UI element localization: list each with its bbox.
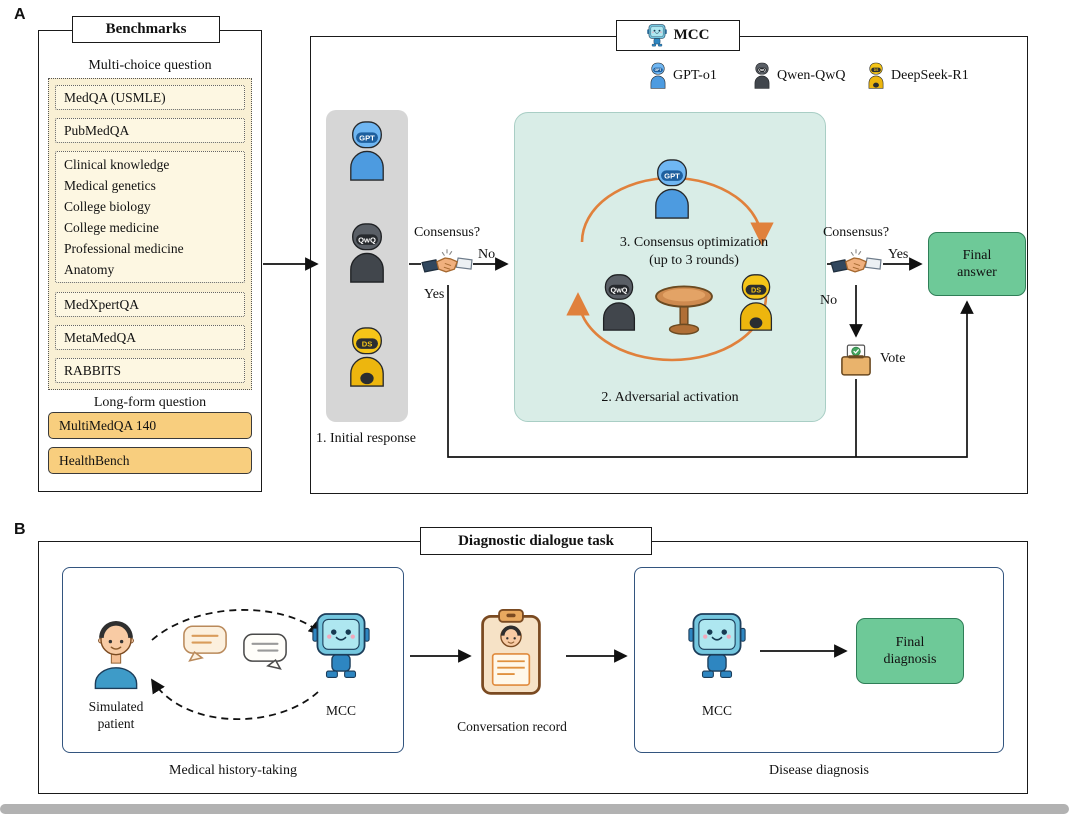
legend-qwq-label: Qwen-QwQ xyxy=(777,67,846,83)
multi-choice-group: MedQA (USMLE) PubMedQA Clinical knowledg… xyxy=(48,78,252,390)
subject-clinical-knowledge: Clinical knowledge xyxy=(64,157,170,173)
mcc-title: MCC xyxy=(673,27,710,43)
robot-gpt-icon xyxy=(344,120,390,181)
benchmark-subjects: Clinical knowledge Medical genetics Coll… xyxy=(55,151,245,284)
history-box-label: Medical history-taking xyxy=(169,763,297,778)
panel-a-label: A xyxy=(14,6,26,23)
optimization-label-line2: (up to 3 rounds) xyxy=(649,253,739,268)
long-form-label: Long-form question xyxy=(93,395,207,410)
robot-qwq-icon xyxy=(344,222,390,283)
mcc-robot-icon xyxy=(688,609,746,686)
consensus-label-1: Consensus? xyxy=(413,225,481,240)
patient-label: Simulated patient xyxy=(88,699,144,731)
panel-b-label: B xyxy=(14,521,26,538)
yes-label-1: Yes xyxy=(422,287,447,303)
robot-ds-icon xyxy=(344,326,390,387)
robot-ds-icon xyxy=(866,62,886,89)
handshake-icon xyxy=(421,246,473,283)
legend-gpt: GPT-o1 xyxy=(648,62,717,89)
final-answer-box: Final answer xyxy=(928,232,1026,296)
robot-gpt-icon xyxy=(649,158,695,219)
benchmark-multimedqa: MultiMedQA 140 xyxy=(48,412,252,439)
subject-medical-genetics: Medical genetics xyxy=(64,178,156,194)
record-label: Conversation record xyxy=(457,719,567,734)
benchmark-metamedqa: MetaMedQA xyxy=(55,324,245,350)
legend-ds: DeepSeek-R1 xyxy=(866,62,969,89)
benchmark-rabbits: RABBITS xyxy=(55,357,245,383)
diagnostic-task-title: Diagnostic dialogue task xyxy=(420,527,652,555)
speech-bubble-icon xyxy=(182,623,228,664)
subject-college-medicine: College medicine xyxy=(64,220,159,236)
round-table-icon xyxy=(653,284,715,336)
multi-choice-label: Multi-choice question xyxy=(88,58,212,73)
mcc-robot-icon xyxy=(647,23,667,49)
benchmark-medxpertqa: MedXpertQA xyxy=(55,291,245,317)
speech-bubble-icon xyxy=(242,631,288,672)
robot-qwq-icon xyxy=(752,62,772,89)
robot-ds-icon xyxy=(734,273,778,331)
yes-label-2: Yes xyxy=(888,247,909,262)
no-label-2: No xyxy=(820,293,838,308)
handshake-icon xyxy=(830,246,882,283)
benchmarks-title: Benchmarks xyxy=(72,16,220,43)
diagnosis-box-label: Disease diagnosis xyxy=(769,763,869,778)
mcc-history-label: MCC xyxy=(325,703,356,718)
subject-anatomy: Anatomy xyxy=(64,262,115,278)
final-diagnosis-box: Final diagnosis xyxy=(856,618,964,684)
page-edge xyxy=(0,804,1069,814)
consensus-label-2: Consensus? xyxy=(822,225,890,240)
mcc-title-box: MCC xyxy=(616,20,740,51)
adversarial-label: 2. Adversarial activation xyxy=(601,390,739,405)
robot-gpt-icon xyxy=(648,62,668,89)
final-diagnosis-label: Final diagnosis xyxy=(883,635,937,667)
mcc-diagnosis-label: MCC xyxy=(701,703,732,718)
initial-response-label: 1. Initial response xyxy=(316,431,416,446)
final-answer-label: Final answer xyxy=(957,248,997,280)
subject-college-biology: College biology xyxy=(64,199,151,215)
clipboard-icon xyxy=(478,607,544,699)
mcc-robot-icon xyxy=(312,609,370,686)
benchmark-medqa: MedQA (USMLE) xyxy=(55,85,245,110)
robot-qwq-icon xyxy=(597,273,641,331)
legend-gpt-label: GPT-o1 xyxy=(673,67,717,83)
legend-ds-label: DeepSeek-R1 xyxy=(891,67,969,83)
subject-professional-medicine: Professional medicine xyxy=(64,241,184,257)
no-label-1: No xyxy=(478,247,496,262)
legend-qwq: Qwen-QwQ xyxy=(752,62,845,89)
benchmark-pubmedqa: PubMedQA xyxy=(55,118,245,144)
person-icon xyxy=(86,610,146,690)
vote-label: Vote xyxy=(880,351,906,366)
benchmark-healthbench: HealthBench xyxy=(48,447,252,474)
ballot-box-icon xyxy=(838,342,874,378)
optimization-label-line1: 3. Consensus optimization xyxy=(619,235,769,250)
